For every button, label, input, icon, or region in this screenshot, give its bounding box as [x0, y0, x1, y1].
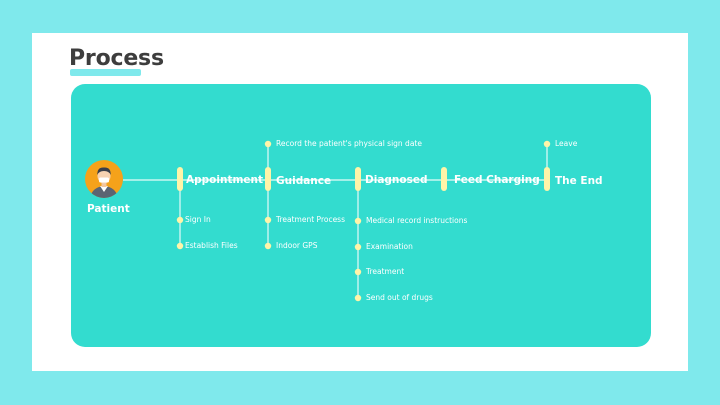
send-drugs-dot	[354, 294, 362, 302]
diagnosed-node	[355, 167, 361, 191]
treatment-dot	[354, 268, 362, 276]
title-underline	[70, 69, 141, 76]
slide: Process	[32, 33, 688, 371]
patient-avatar-icon	[85, 160, 123, 198]
patient-label: Patient	[87, 203, 130, 215]
leave-dot	[543, 140, 551, 148]
stage-diagnosed-label: Diagnosed	[365, 174, 428, 186]
process-panel	[71, 84, 651, 347]
record-sign-dot	[264, 140, 272, 148]
sign-in-label: Sign In	[185, 215, 211, 224]
the-end-node	[544, 167, 550, 191]
treatment-label: Treatment	[366, 267, 405, 276]
stage-feed-charging-label: Feed Charging	[454, 174, 540, 186]
indoor-gps-label: Indoor GPS	[276, 241, 318, 250]
stage-guidance-label: Guidance	[276, 175, 332, 187]
indoor-gps-dot	[264, 242, 272, 250]
establish-files-dot	[176, 242, 184, 250]
medical-record-dot	[354, 217, 362, 225]
guidance-node	[265, 167, 271, 191]
treatment-process-dot	[264, 216, 272, 224]
record-sign-label: Record the patient's physical sign date	[276, 139, 422, 148]
feed-charging-node	[441, 167, 447, 191]
establish-files-label: Establish Files	[185, 241, 238, 250]
appointment-node	[177, 167, 183, 191]
stage-the-end-label: The End	[555, 175, 603, 187]
examination-dot	[354, 243, 362, 251]
medical-record-label: Medical record instructions	[366, 216, 468, 225]
send-drugs-label: Send out of drugs	[366, 293, 433, 302]
slide-title: Process	[69, 46, 164, 71]
treatment-process-label: Treatment Process	[276, 215, 345, 224]
examination-label: Examination	[366, 242, 413, 251]
sign-in-dot	[176, 216, 184, 224]
leave-label: Leave	[555, 139, 578, 148]
stage-appointment-label: Appointment	[186, 174, 264, 186]
